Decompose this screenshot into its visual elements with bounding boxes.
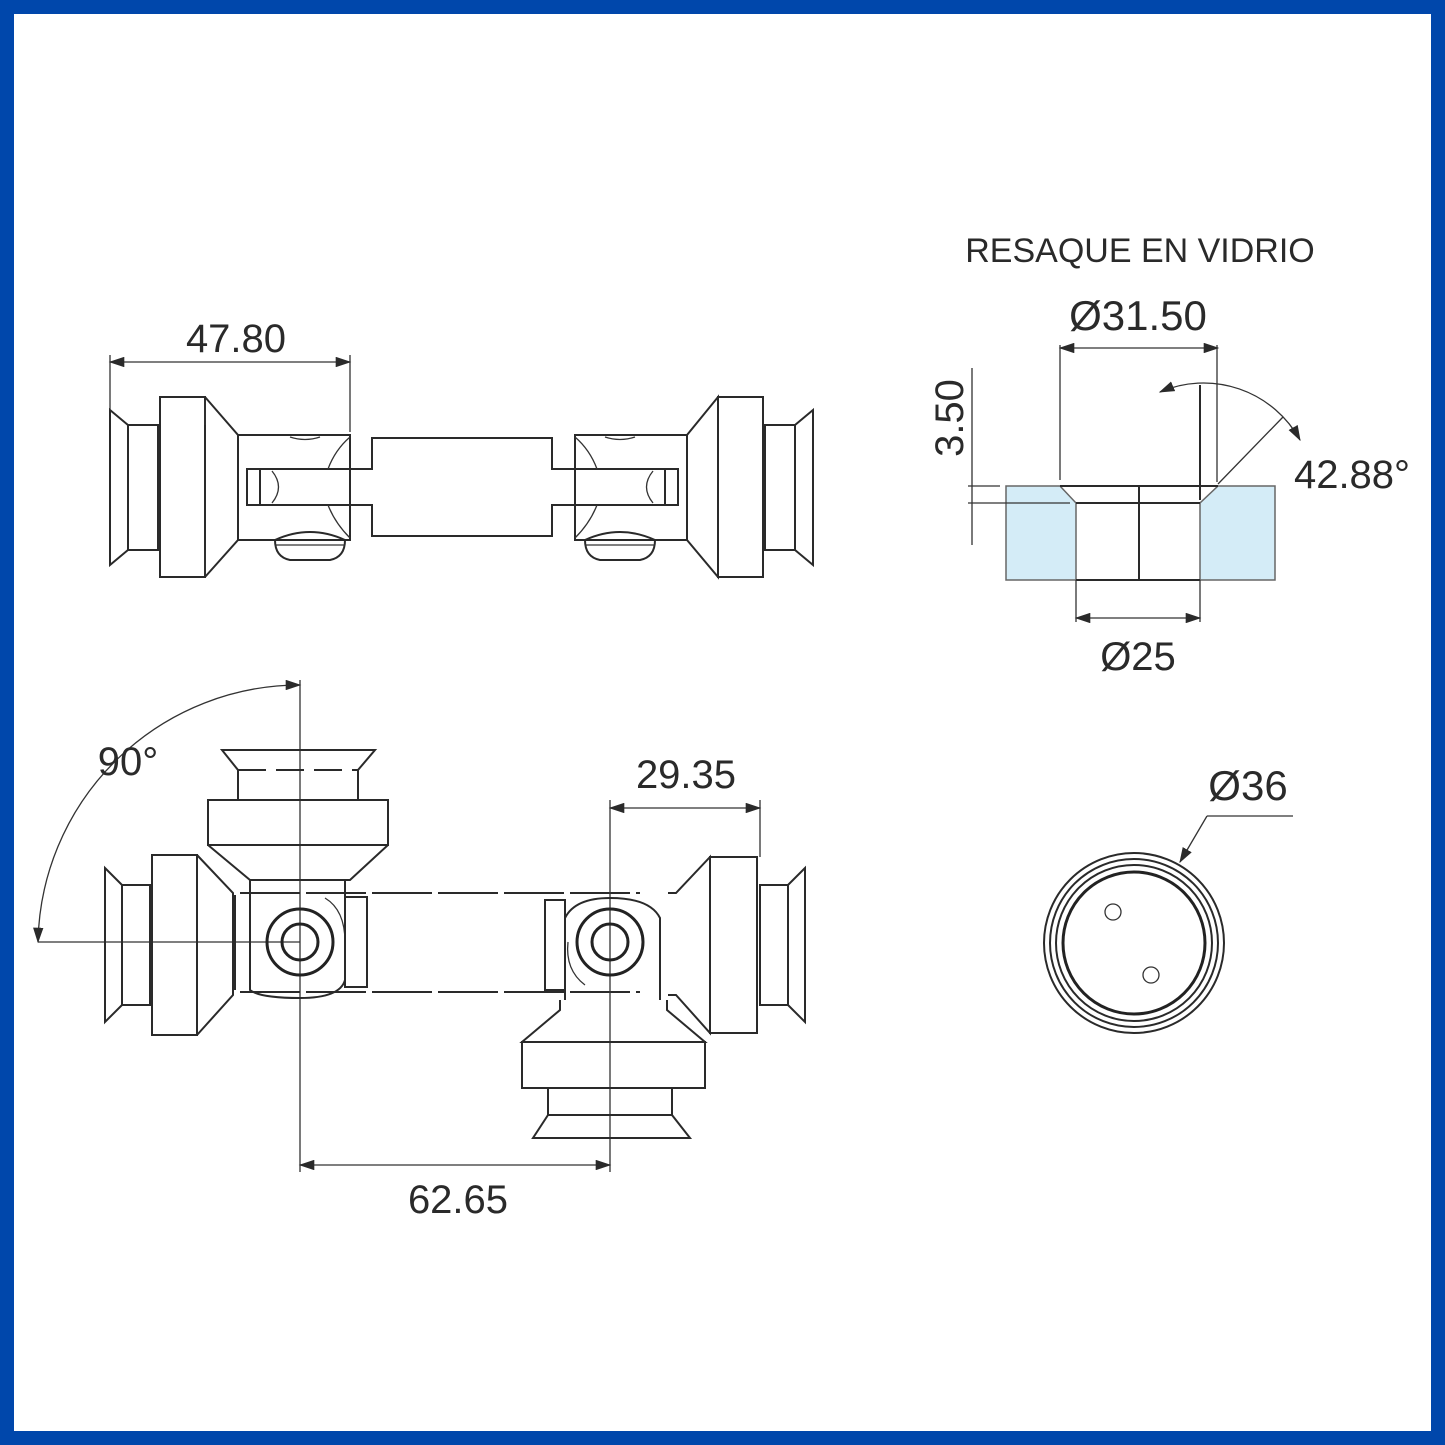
dim-depth-label: 3.50 <box>928 379 972 457</box>
disc-view: Ø36 <box>1043 762 1293 1034</box>
dim-center-distance-label: 62.65 <box>408 1178 508 1222</box>
dim-angle-label: 42.88° <box>1294 453 1410 497</box>
top-view: 47.80 <box>108 317 814 580</box>
dim-length-label: 47.80 <box>186 317 286 361</box>
dim-offset-label: 29.35 <box>636 753 736 797</box>
dim-rotation-label: 90° <box>98 740 159 784</box>
dim-outer-diameter-label: Ø31.50 <box>1069 292 1207 339</box>
dim-inner-diameter-label: Ø25 <box>1100 635 1176 679</box>
dim-disc-diameter-label: Ø36 <box>1208 762 1287 809</box>
detail-title: RESAQUE EN VIDRIO <box>965 232 1315 270</box>
front-view: 90° 29.35 62.65 <box>33 679 806 1222</box>
glass-recess-detail: RESAQUE EN VIDRIO Ø31.50 42.88° 3.50 Ø25 <box>928 232 1410 679</box>
